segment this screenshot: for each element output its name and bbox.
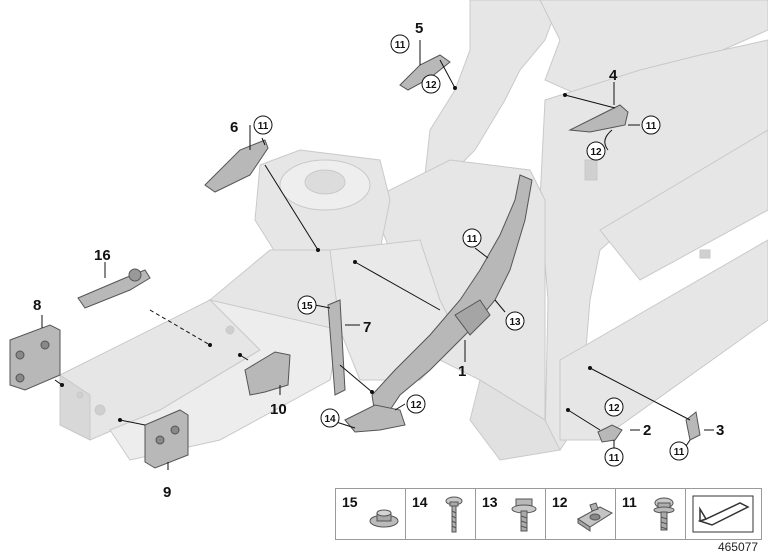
callout-2: 2 <box>643 422 651 439</box>
part-14-foot <box>344 404 406 433</box>
callout-1: 1 <box>458 363 466 380</box>
callout-8: 8 <box>33 297 41 314</box>
arrow-pointer-icon <box>692 495 754 533</box>
callout-7: 7 <box>363 319 371 336</box>
circle-15: 15 <box>297 295 317 315</box>
svg-text:12: 12 <box>410 400 422 411</box>
fastener-legend: 15 14 13 12 11 <box>335 488 762 540</box>
callout-10: 10 <box>270 401 287 418</box>
svg-text:13: 13 <box>509 317 521 328</box>
svg-text:11: 11 <box>258 121 269 132</box>
callout-labels: 5 4 6 16 8 7 1 10 9 2 3 <box>33 20 724 501</box>
svg-text:11: 11 <box>646 121 657 132</box>
callout-4: 4 <box>609 67 618 84</box>
svg-text:12: 12 <box>590 147 602 158</box>
circle-14: 14 <box>320 408 340 428</box>
reference-number: 465077 <box>717 540 758 554</box>
svg-text:15: 15 <box>301 301 313 312</box>
part-8-plate <box>9 324 61 391</box>
callout-9: 9 <box>163 484 171 501</box>
svg-text:14: 14 <box>324 414 336 425</box>
clip-nut-icon <box>577 502 614 532</box>
circled-labels: 11 12 11 12 11 11 15 13 12 14 12 11 11 <box>253 34 689 467</box>
circle-12-a: 12 <box>421 74 441 94</box>
circle-11-d: 11 <box>462 228 482 248</box>
svg-text:12: 12 <box>425 80 437 91</box>
circle-13: 13 <box>505 311 525 331</box>
legend-cell-15: 15 <box>336 489 406 539</box>
short-bolt-icon <box>653 497 675 531</box>
vehicle-body-structure <box>59 0 768 461</box>
part-6-bracket <box>204 139 269 193</box>
callout-6: 6 <box>230 119 238 136</box>
svg-text:11: 11 <box>467 234 478 245</box>
circle-11-c: 11 <box>253 115 273 135</box>
circle-11-f: 11 <box>669 441 689 461</box>
legend-cell-11: 11 <box>616 489 686 539</box>
long-bolt-icon <box>445 496 463 533</box>
legend-cell-13: 13 <box>476 489 546 539</box>
part-2-clip <box>597 424 623 443</box>
circle-11-b: 11 <box>641 115 661 135</box>
svg-text:11: 11 <box>609 453 620 464</box>
flange-nut-icon <box>369 509 399 528</box>
part-9-plate <box>144 409 189 469</box>
circle-12-b: 12 <box>586 141 606 161</box>
circle-12-d: 12 <box>604 397 624 417</box>
svg-text:12: 12 <box>608 403 620 414</box>
callout-3: 3 <box>716 422 724 439</box>
circle-11-a: 11 <box>390 34 410 54</box>
callout-16: 16 <box>94 247 111 264</box>
circle-11-e: 11 <box>604 447 624 467</box>
flange-bolt-icon <box>511 498 537 532</box>
legend-cell-12: 12 <box>546 489 616 539</box>
part-3-bracket <box>685 411 701 441</box>
callout-5: 5 <box>415 20 423 37</box>
svg-text:11: 11 <box>395 40 406 51</box>
svg-text:11: 11 <box>674 447 685 458</box>
part-7-strip <box>327 299 346 396</box>
legend-cell-arrow <box>686 489 761 539</box>
circle-12-c: 12 <box>406 394 426 414</box>
part-10-bracket <box>244 351 291 396</box>
legend-cell-14: 14 <box>406 489 476 539</box>
parts <box>9 54 701 469</box>
leader-dots <box>60 86 592 422</box>
part-4-bracket <box>568 104 629 133</box>
